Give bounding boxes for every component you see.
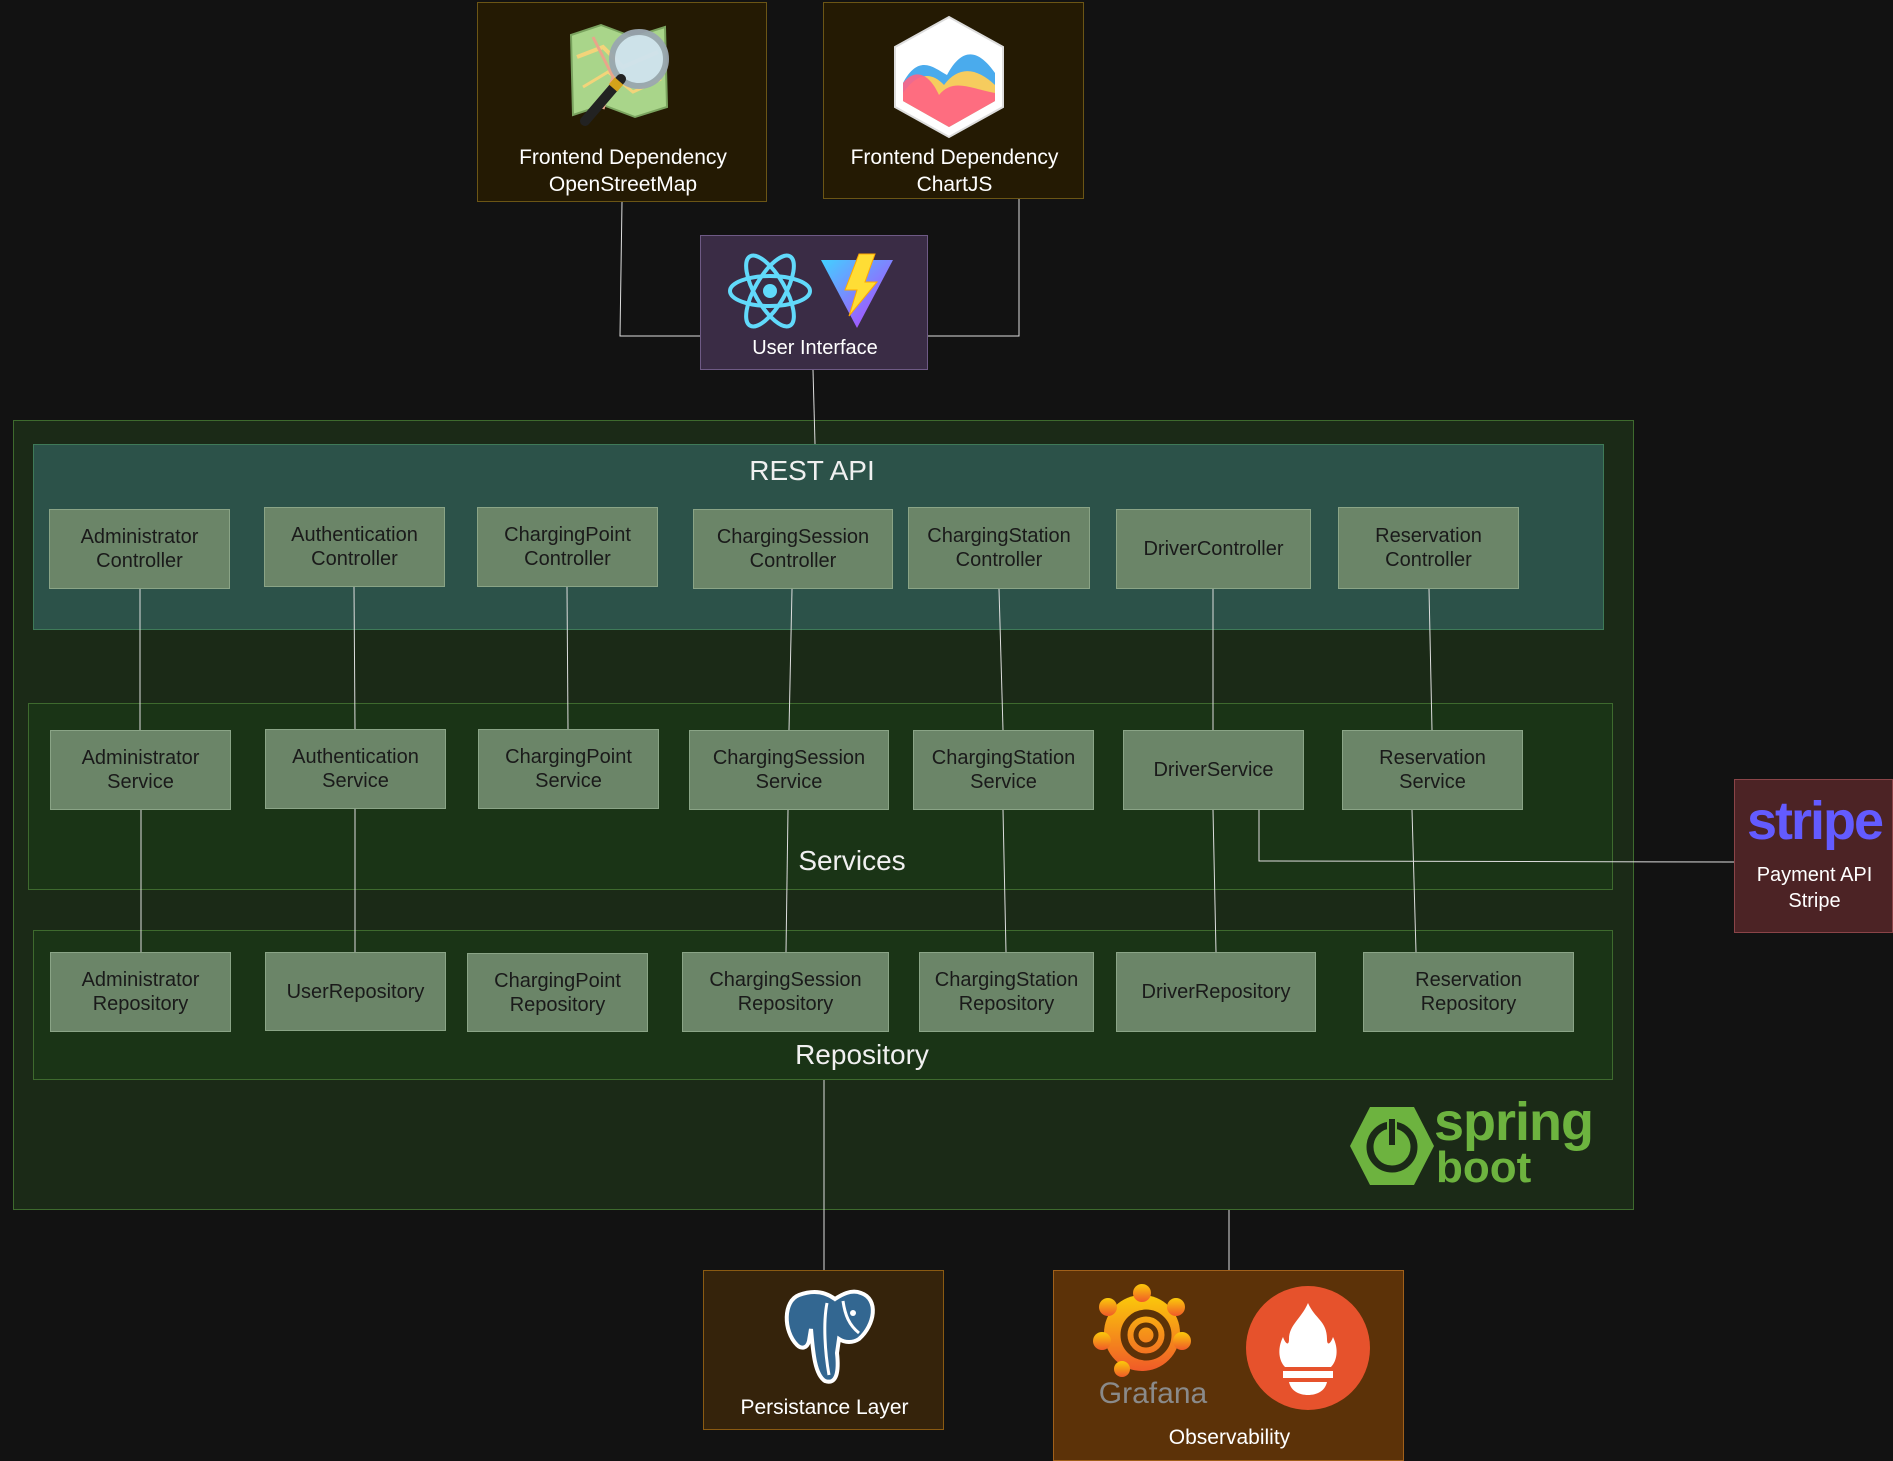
chartjs-dependency-box: Frontend Dependency ChartJS (823, 2, 1084, 199)
driver-repository: DriverRepository (1116, 952, 1316, 1032)
chargingstation-service: ChargingStation Service (913, 730, 1094, 810)
chartjs-label: Frontend Dependency ChartJS (850, 146, 1059, 196)
observability-label: Observability (1168, 1426, 1291, 1449)
user-interface-box: User Interface (700, 235, 928, 370)
payment-api-label: Payment API Stripe (1756, 864, 1873, 912)
spring-word: spring (1434, 1092, 1594, 1152)
user-interface-label: User Interface (752, 337, 878, 359)
grafana-icon (1093, 1284, 1191, 1377)
grafana-wordmark: Grafana (1098, 1377, 1208, 1410)
authentication-controller: Authentication Controller (264, 507, 445, 587)
administrator-service: Administrator Service (50, 730, 231, 810)
user-repository: UserRepository (265, 952, 446, 1031)
chartjs-logo-icon (894, 15, 1004, 139)
reservation-repository: Reservation Repository (1363, 952, 1574, 1032)
chargingstation-repository: ChargingStation Repository (919, 952, 1094, 1032)
rest-api-title: REST API (749, 455, 875, 486)
boot-word: boot (1436, 1143, 1532, 1192)
services-title: Services (798, 845, 906, 876)
chargingpoint-controller: ChargingPoint Controller (477, 507, 658, 587)
chargingsession-controller: ChargingSession Controller (693, 509, 893, 589)
persistence-label: Persistance Layer (740, 1396, 909, 1419)
observability-box: Grafana Observability (1053, 1270, 1404, 1461)
vite-icon (821, 253, 893, 328)
chargingsession-repository: ChargingSession Repository (682, 952, 889, 1032)
map-search-icon (569, 23, 669, 126)
postgresql-icon (784, 1289, 875, 1384)
spring-boot-logo: spring boot (1348, 1094, 1594, 1192)
driver-controller: DriverController (1116, 509, 1311, 589)
chargingpoint-repository: ChargingPoint Repository (467, 953, 648, 1032)
osm-label: Frontend Dependency OpenStreetMap (519, 146, 727, 196)
driver-service: DriverService (1123, 730, 1304, 810)
chargingsession-service: ChargingSession Service (689, 730, 889, 810)
chargingstation-controller: ChargingStation Controller (908, 507, 1090, 589)
payment-api-box: stripe Payment API Stripe (1734, 779, 1893, 933)
spring-power-icon (1350, 1107, 1434, 1185)
react-icon (728, 253, 812, 329)
persistence-layer-box: Persistance Layer (703, 1270, 944, 1430)
reservation-controller: Reservation Controller (1338, 507, 1519, 589)
osm-dependency-box: Frontend Dependency OpenStreetMap (477, 2, 767, 202)
chargingpoint-service: ChargingPoint Service (478, 729, 659, 809)
administrator-controller: Administrator Controller (49, 509, 230, 589)
authentication-service: Authentication Service (265, 729, 446, 809)
repository-title: Repository (795, 1039, 929, 1070)
reservation-service: Reservation Service (1342, 730, 1523, 810)
administrator-repository: Administrator Repository (50, 952, 231, 1032)
prometheus-icon (1246, 1286, 1370, 1410)
stripe-logo: stripe (1746, 791, 1884, 851)
